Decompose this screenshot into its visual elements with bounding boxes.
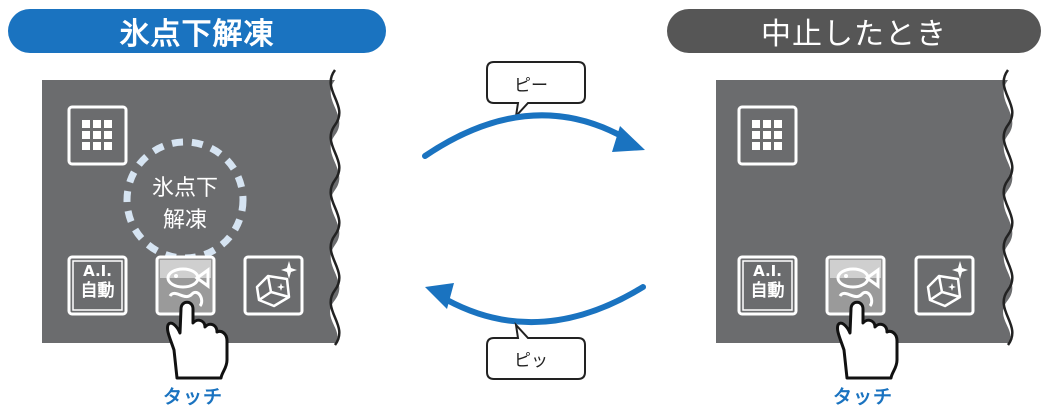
grid-icon[interactable] [737,105,798,166]
bubble-top [486,61,586,120]
right-title: 中止したとき [761,17,947,52]
ring-label-line2: 解凍 [162,208,207,233]
ice-cube-icon[interactable] [243,255,304,316]
arrow-forward [422,112,645,159]
ai-label-line1: A.I. [753,262,782,280]
arrow-back [425,283,646,326]
ai-label-line1: A.I. [83,262,112,280]
grid-icon[interactable] [67,105,128,166]
ring-label-line1: 氷点下 [151,176,218,201]
right-title-pill: 中止したとき [667,9,1041,53]
bubble-top-label: ピー [514,76,548,96]
ice-cube-icon[interactable] [914,255,975,316]
bubble-bottom-label: ピッ [514,351,548,371]
hand-pointer-icon [166,300,229,380]
ai-auto-icon[interactable] [67,255,128,316]
hand-pointer-icon [836,300,899,380]
left-title-pill: 氷点下解凍 [8,9,386,53]
left-title: 氷点下解凍 [119,17,275,52]
ai-auto-icon[interactable] [737,255,798,316]
ai-label-line2: 自動 [80,281,115,301]
bubble-bottom [486,321,586,380]
ai-label-line2: 自動 [750,281,785,301]
right-wavy-edge [1002,69,1014,346]
touch-label-right: タッチ [833,386,894,408]
touch-label-left: タッチ [163,386,224,408]
left-wavy-edge [329,69,341,346]
